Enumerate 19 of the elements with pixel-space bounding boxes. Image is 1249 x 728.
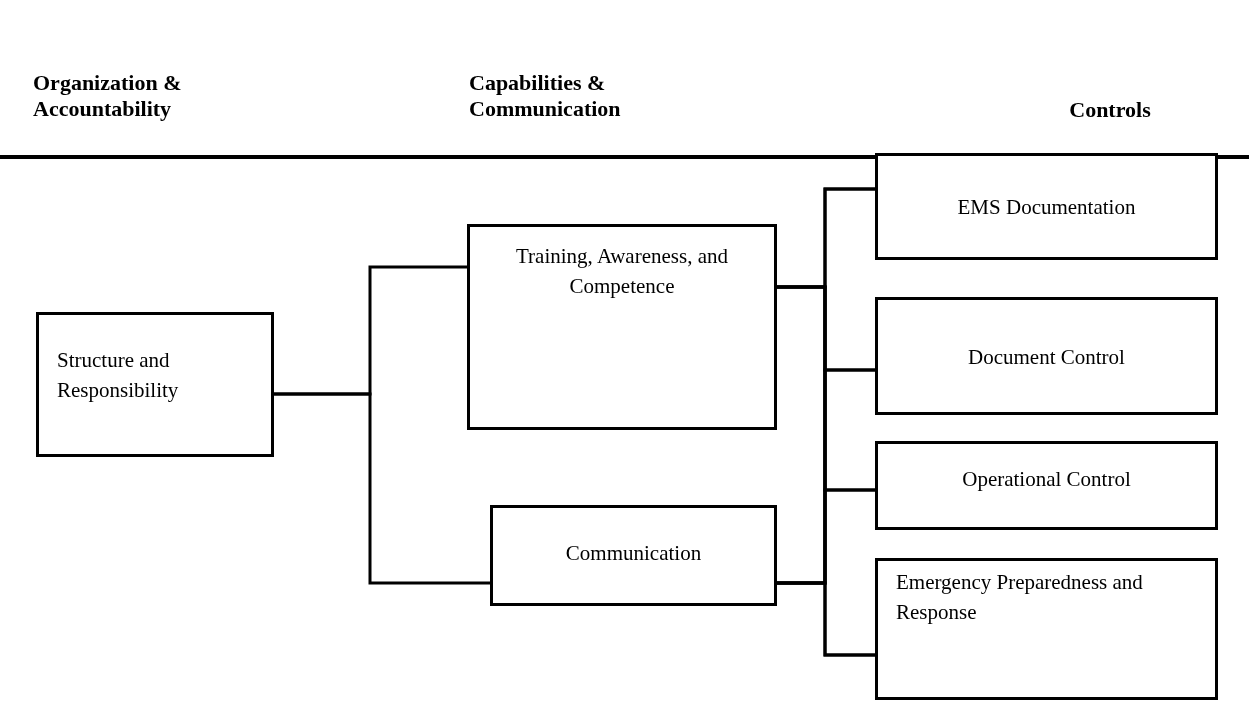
process-box: [875, 297, 1218, 415]
box-label: Document Control: [967, 344, 1126, 371]
box-label: Communication: [564, 540, 703, 567]
column-heading: Controls: [1068, 96, 1152, 124]
process-box: [467, 224, 777, 430]
box-label: Operational Control: [961, 466, 1132, 493]
box-label: Structure and Responsibility: [57, 347, 180, 405]
column-heading: Capabilities & Communication: [469, 69, 622, 123]
box-label: Emergency Preparedness and Response: [896, 569, 1144, 627]
box-label: EMS Documentation: [956, 194, 1137, 221]
connector-line: [777, 581, 875, 657]
process-box: [875, 153, 1218, 260]
process-box: [36, 312, 274, 457]
process-box: [875, 558, 1218, 700]
process-box: [490, 505, 777, 606]
column-heading: Organization & Accountability: [33, 69, 183, 123]
process-box: [875, 441, 1218, 530]
box-label: Training, Awareness, and Competence: [515, 243, 729, 301]
connector-line: [274, 392, 490, 585]
